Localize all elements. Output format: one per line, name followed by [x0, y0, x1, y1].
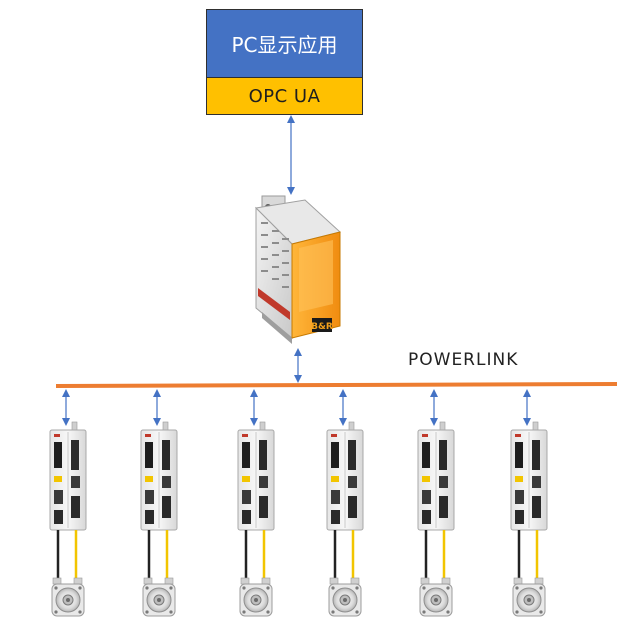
- servo-motor: [51, 577, 85, 617]
- powerlink-bus-line: [55, 382, 618, 388]
- servo-drive-unit: [326, 389, 364, 617]
- servo-motor: [239, 577, 273, 617]
- servo-drive: [49, 421, 87, 531]
- powerlink-label: POWERLINK: [408, 350, 519, 370]
- servo-drive-unit: [237, 389, 275, 617]
- servo-drive-unit: [417, 389, 455, 617]
- controller-bus-link-arrow: [294, 348, 302, 383]
- motor-cables: [517, 530, 539, 578]
- motor-cables: [424, 530, 446, 578]
- servo-drive: [237, 421, 275, 531]
- drive-link-arrow: [430, 389, 438, 426]
- servo-motor: [142, 577, 176, 617]
- servo-drive: [140, 421, 178, 531]
- pc-display-app-label: PC显示应用: [207, 10, 362, 78]
- drive-link-arrow: [153, 389, 161, 426]
- servo-motor: [512, 577, 546, 617]
- servo-drive: [510, 421, 548, 531]
- pc-application-box: PC显示应用 OPC UA: [206, 9, 363, 115]
- motor-cables: [244, 530, 266, 578]
- controller-device: B&R: [254, 195, 342, 344]
- drive-link-arrow: [250, 389, 258, 426]
- servo-drive-unit: [140, 389, 178, 617]
- motor-cables: [333, 530, 355, 578]
- opc-ua-label: OPC UA: [207, 78, 362, 114]
- pc-controller-link-arrow: [287, 115, 295, 195]
- servo-drive: [326, 421, 364, 531]
- drive-link-arrow: [62, 389, 70, 426]
- servo-drive-group: [49, 389, 548, 617]
- controller-logo: B&R: [311, 322, 333, 332]
- drive-link-arrow: [339, 389, 347, 426]
- servo-motor: [328, 577, 362, 617]
- servo-drive: [417, 421, 455, 531]
- motor-cables: [147, 530, 169, 578]
- servo-drive-unit: [49, 389, 87, 617]
- servo-drive-unit: [510, 389, 548, 617]
- motor-cables: [56, 530, 78, 578]
- servo-motor: [419, 577, 453, 617]
- drive-link-arrow: [523, 389, 531, 426]
